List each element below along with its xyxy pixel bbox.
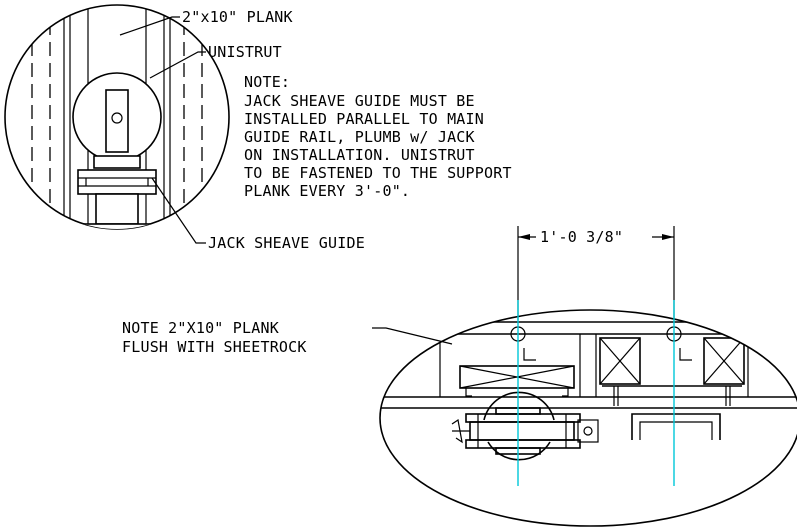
- note-line: PLANK EVERY 3'-0".: [244, 182, 410, 200]
- centerline-symbol: [666, 326, 692, 361]
- centerline-symbol: [510, 326, 536, 361]
- label-jack-sheave-guide: JACK SHEAVE GUIDE: [208, 234, 365, 252]
- blocking-right: [703, 337, 745, 385]
- note-line: TO BE FASTENED TO THE SUPPORT: [244, 164, 512, 182]
- note-line: JACK SHEAVE GUIDE MUST BE: [244, 92, 475, 110]
- dimension-label: 1'-0 3/8": [540, 228, 623, 246]
- label-unistrut: UNISTRUT: [208, 43, 282, 61]
- blocking-left: [599, 337, 641, 385]
- leader-jack-sheave-guide: [151, 177, 206, 244]
- note-plank-line1: NOTE 2"X10" PLANK: [122, 319, 279, 337]
- dimension-line: [517, 226, 675, 320]
- unistrut-channel: [631, 413, 721, 440]
- jack-sheave: [451, 391, 599, 461]
- label-plank: 2"x10" PLANK: [182, 8, 293, 26]
- note-heading: NOTE:: [244, 73, 290, 91]
- leader-unistrut: [149, 51, 206, 79]
- note-line: INSTALLED PARALLEL TO MAIN: [244, 110, 484, 128]
- plank-2x10: [459, 365, 575, 389]
- note-line: GUIDE RAIL, PLUMB w/ JACK: [244, 128, 475, 146]
- leader-plank: [119, 16, 180, 36]
- note-plank-line2: FLUSH WITH SHEETROCK: [122, 338, 307, 356]
- note-block: NOTE: JACK SHEAVE GUIDE MUST BE INSTALLE…: [244, 73, 512, 200]
- leader-note-plank: [372, 327, 453, 345]
- detail-boundary-ellipse: [379, 309, 797, 527]
- plan-detail-circle: [4, 4, 230, 244]
- note-line: ON INSTALLATION. UNISTRUT: [244, 146, 475, 164]
- sheave-bracket: [105, 89, 129, 153]
- guide-block: [77, 169, 157, 195]
- section-detail-ellipse: [379, 300, 797, 527]
